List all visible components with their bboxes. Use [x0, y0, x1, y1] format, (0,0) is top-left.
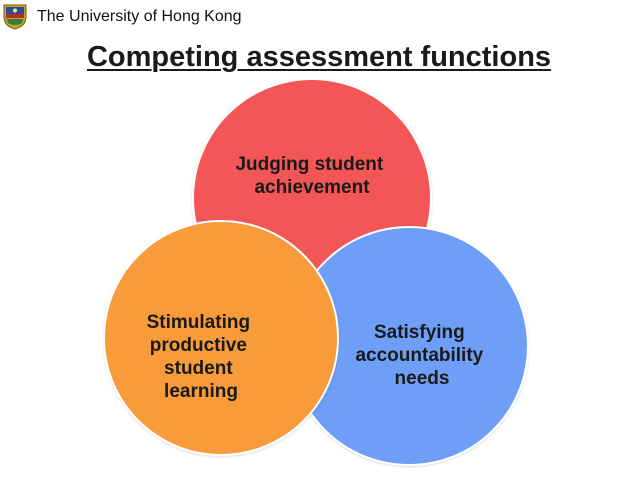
label-judging-line-1: Judging student [235, 154, 383, 175]
label-stimulating-line-4: learning [164, 381, 238, 402]
label-judging: Judging student achievement [235, 154, 388, 198]
label-stimulating-line-3: student [164, 358, 233, 379]
label-judging-line-2: achievement [254, 177, 370, 198]
slide-title: Competing assessment functions [86, 41, 552, 73]
label-satisfying-line-2: accountability [355, 345, 483, 366]
label-satisfying-line-3: needs [395, 368, 450, 389]
label-satisfying-line-1: Satisfying [374, 322, 465, 343]
university-name: The University of Hong Kong [37, 8, 242, 25]
label-stimulating-line-1: Stimulating [147, 312, 250, 333]
label-stimulating-line-2: productive [150, 335, 247, 356]
label-stimulating: Stimulating productive student learning [147, 312, 256, 402]
university-crest-icon [3, 4, 27, 30]
label-satisfying: Satisfying accountability needs [355, 322, 488, 389]
circle-stimulating [103, 220, 339, 456]
